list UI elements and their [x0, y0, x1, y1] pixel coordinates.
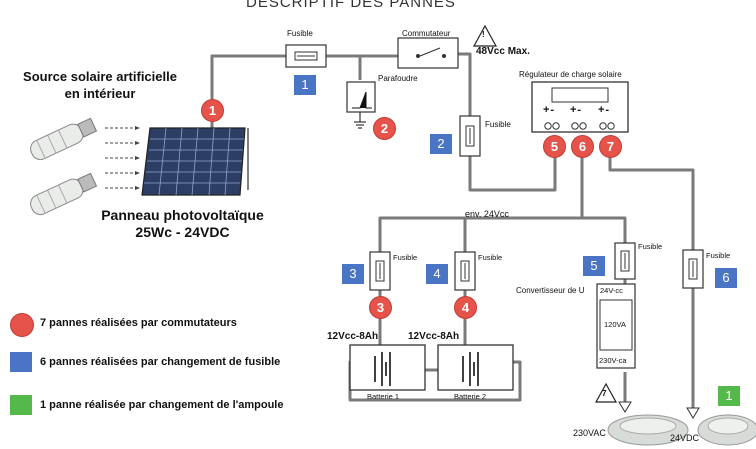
battery-1-label: Batterie 1: [367, 392, 400, 401]
charge-regulator-icon: [531, 81, 629, 133]
battery-2-icon: [437, 344, 514, 391]
converter-power-label: 120VA: [604, 320, 626, 329]
legend-blue-square: [10, 352, 32, 372]
fault-blue-badge-3: 3: [342, 264, 364, 284]
switch-icon: [397, 37, 459, 69]
reg-terminal-1: +-: [543, 104, 556, 116]
reg-terminal-2: +-: [570, 104, 583, 116]
bus-voltage-label: env. 24Vcc: [465, 209, 509, 219]
ac-output-arrow-icon: [618, 401, 632, 413]
warning-7-mark: 7: [602, 389, 607, 398]
fault-red-badge-2: 2: [373, 117, 396, 140]
legend-red-circle: [10, 313, 34, 337]
fuse-2-label: Fusible: [485, 120, 511, 129]
wire-panel-to-fuse1: [210, 54, 290, 128]
light-rays-icon: [105, 126, 140, 190]
fuse-4-label: Fusible: [478, 253, 503, 262]
max-voltage-label: 48Vcc Max.: [476, 46, 530, 57]
fuse-1-label: Fusible: [287, 29, 313, 38]
page-title: DESCRIPTIF DES PANNES: [246, 0, 456, 11]
switch-label: Commutateur: [402, 29, 451, 38]
fuse-3-icon: [369, 251, 391, 291]
surge-arrester-label: Parafoudre: [378, 74, 418, 83]
surge-arrester-icon: [346, 81, 376, 129]
legend-green-square: [10, 395, 32, 415]
fuse-2-icon: [459, 115, 481, 157]
converter-input-label: 24V-cc: [600, 286, 623, 295]
fault-blue-badge-6: 6: [715, 268, 737, 288]
converter-label: Convertisseur de U: [516, 286, 585, 295]
converter-icon: [596, 283, 636, 369]
fault-green-badge-1: 1: [718, 386, 740, 406]
solar-panel-icon: [141, 127, 246, 196]
battery-2-spec: 12Vcc-8Ah: [408, 331, 460, 342]
ac-output-label: 230VAC: [573, 428, 606, 438]
dc-output-label: 24VDC: [670, 433, 700, 443]
fault-red-badge-5: 5: [543, 135, 566, 158]
battery-2-label: Batterie 2: [454, 392, 487, 401]
legend-item-3: 1 panne réalisée par changement de l'amp…: [40, 399, 284, 411]
dc-output-arrow-icon: [686, 407, 700, 419]
fault-red-badge-3: 3: [369, 296, 392, 319]
warning-triangle-icon: [472, 24, 498, 47]
battery-1-spec: 12Vcc-8Ah: [327, 331, 379, 342]
source-label: Source solaire artificielle en intérieur: [20, 68, 180, 102]
fault-blue-badge-4: 4: [426, 264, 448, 284]
reg-terminal-3: +-: [598, 104, 611, 116]
legend-item-1: 7 pannes réalisées par commutateurs: [40, 317, 237, 329]
warning-mark: !: [482, 30, 485, 39]
fuse-3-label: Fusible: [393, 253, 418, 262]
fuse-6-label: Fusible: [706, 251, 731, 260]
fault-red-badge-4: 4: [454, 296, 477, 319]
fuse-4-icon: [454, 251, 476, 291]
fault-blue-badge-1: 1: [294, 75, 316, 95]
source-label-line1: Source solaire artificielle: [23, 69, 177, 84]
fault-red-badge-7: 7: [599, 135, 622, 158]
fuse-1-icon: [285, 44, 327, 68]
battery-1-icon: [349, 344, 426, 391]
fault-blue-badge-2: 2: [430, 134, 452, 154]
fuse-6-icon: [682, 249, 704, 289]
fault-blue-badge-5: 5: [583, 256, 605, 276]
bulb-2-icon: [30, 172, 98, 216]
fuse-5-label: Fusible: [638, 242, 663, 251]
fuse-5-icon: [614, 242, 636, 280]
ac-lamp-icon: [607, 414, 689, 446]
source-label-line2: en intérieur: [64, 86, 136, 101]
dc-lamp-icon: [697, 414, 756, 446]
panel-label: Panneau photovoltaïque 25Wc - 24VDC: [95, 207, 270, 241]
fault-red-badge-1: 1: [201, 99, 224, 122]
warning-triangle-7-icon: [594, 382, 618, 403]
panel-label-line2: 25Wc - 24VDC: [135, 224, 230, 240]
converter-output-label: 230V-ca: [599, 356, 627, 365]
fault-red-badge-6: 6: [571, 135, 594, 158]
legend-item-2: 6 pannes réalisées par changement de fus…: [40, 356, 281, 368]
regulator-label: Régulateur de charge solaire: [519, 70, 622, 79]
panel-label-line1: Panneau photovoltaïque: [101, 207, 264, 223]
bulb-1-icon: [30, 117, 98, 161]
